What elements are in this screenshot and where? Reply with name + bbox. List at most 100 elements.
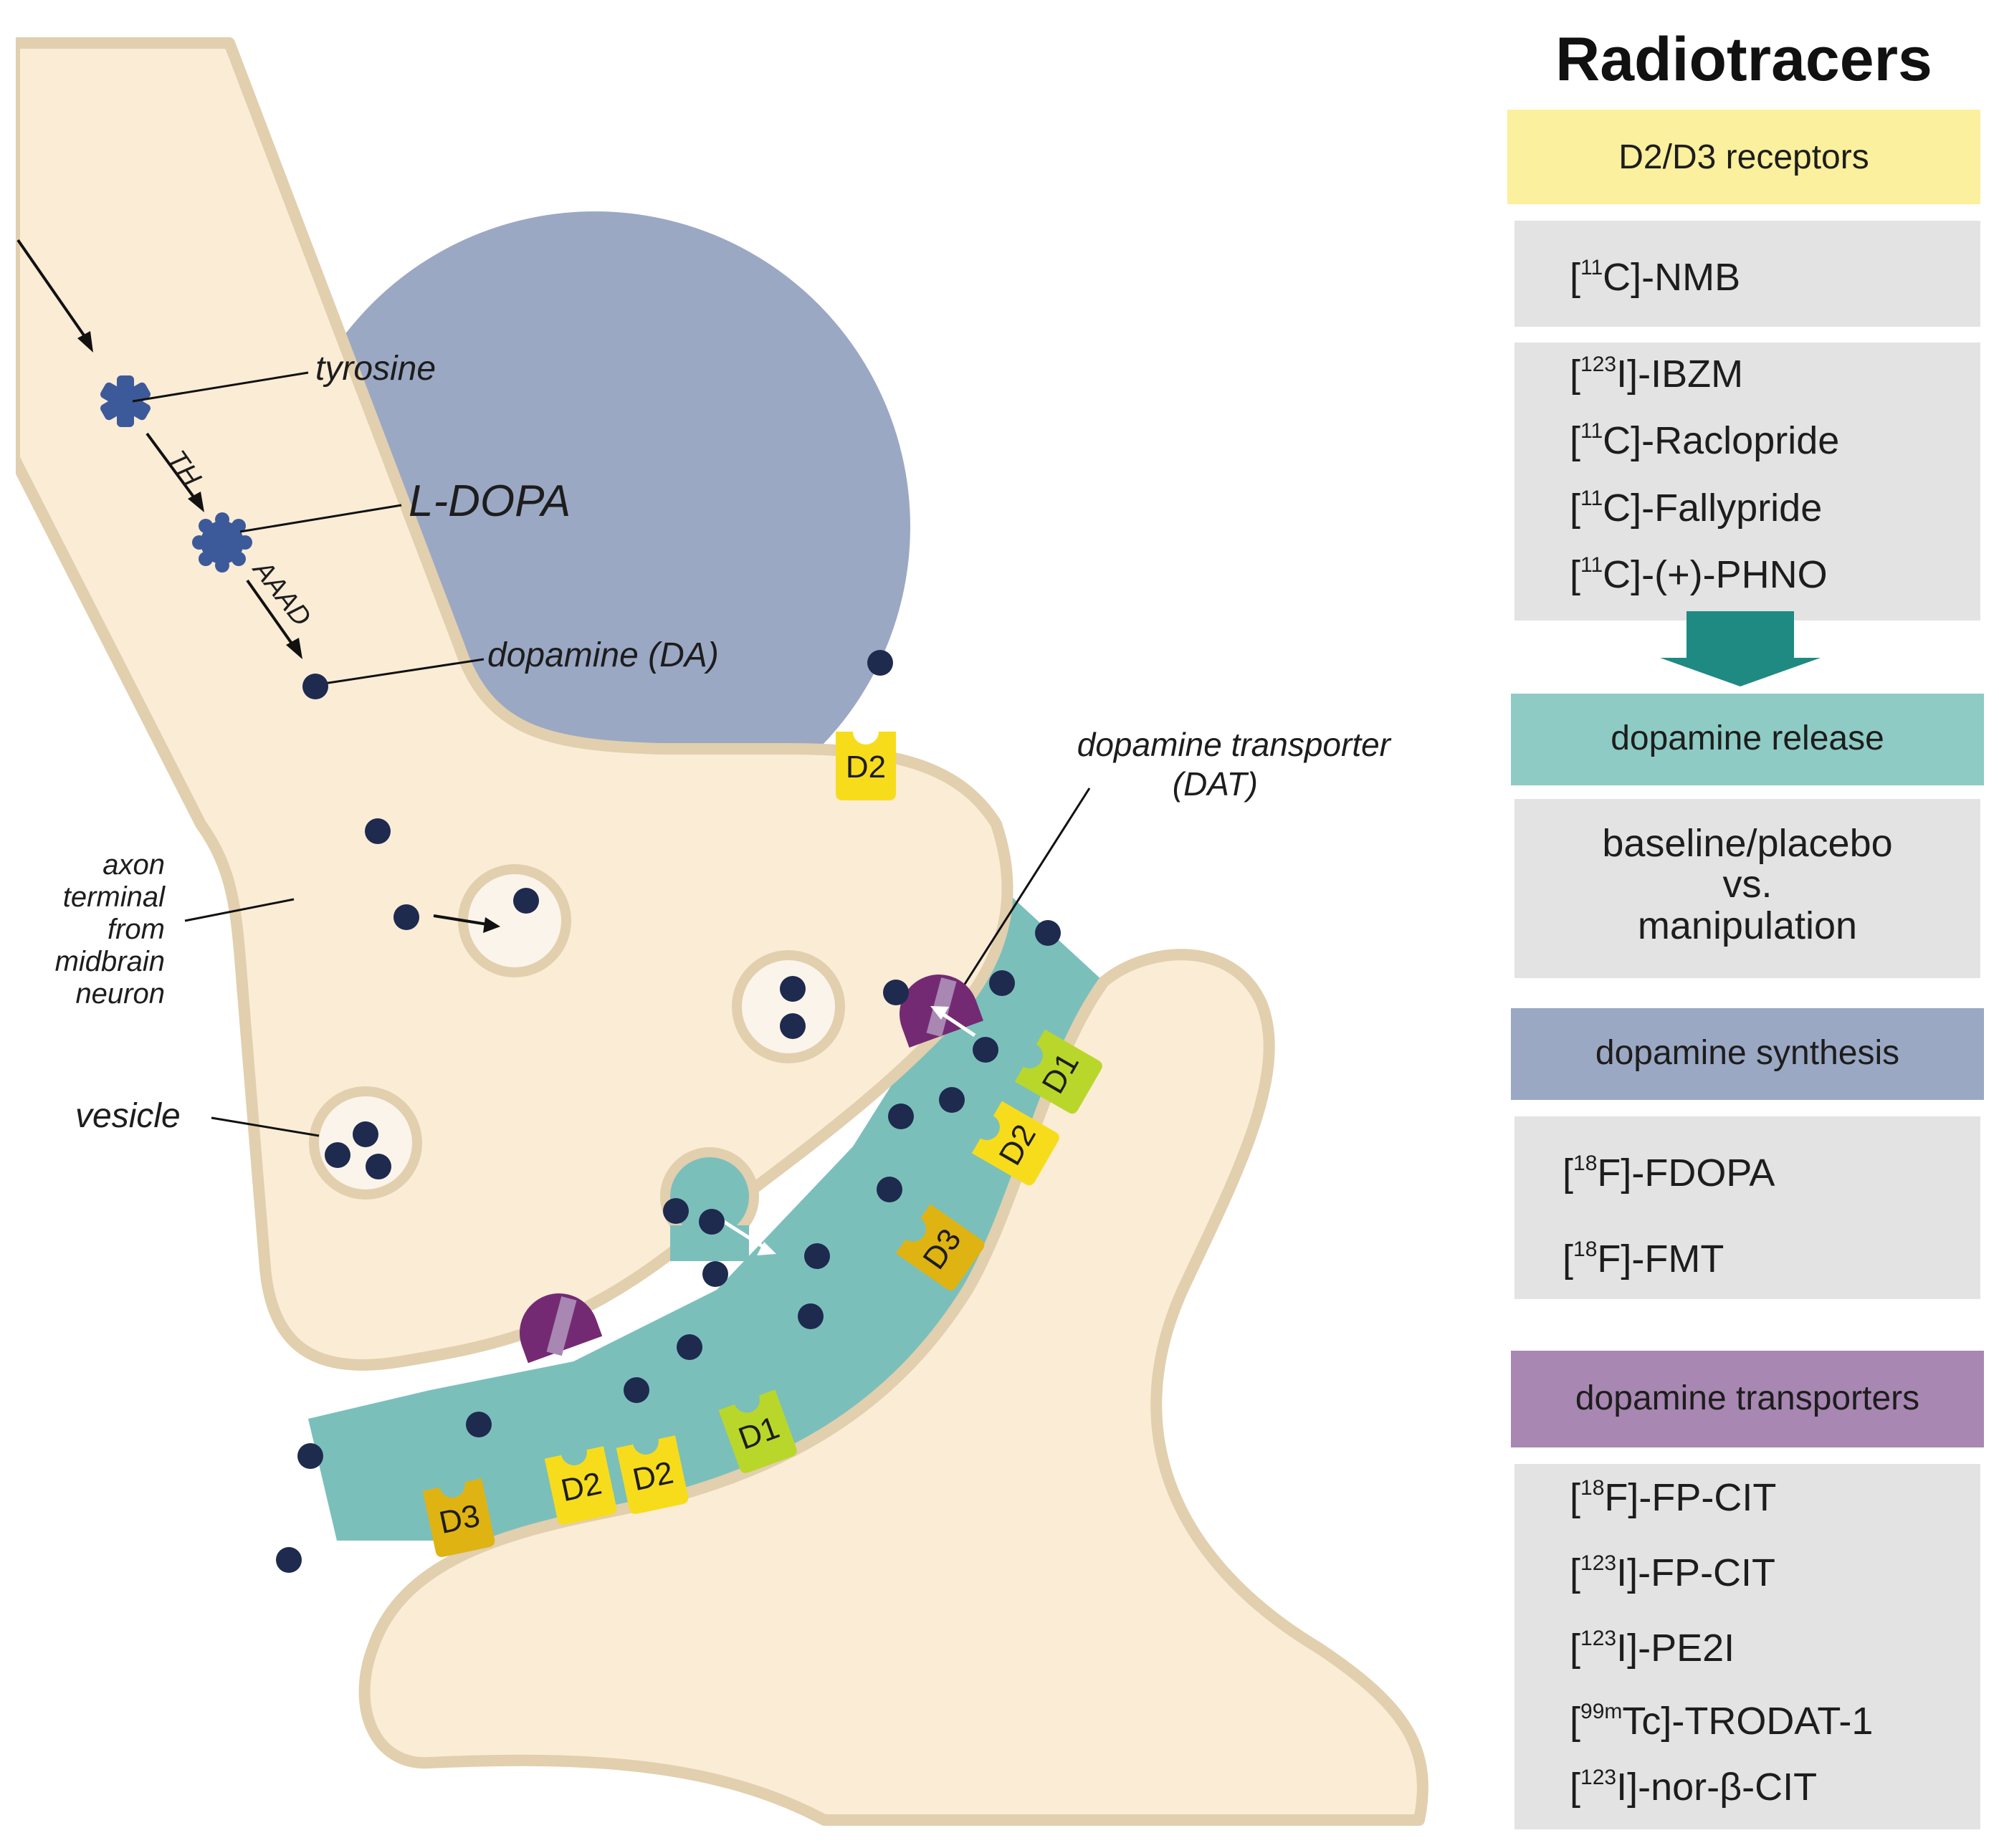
release-arrow: [722, 1220, 765, 1249]
header-synthesis: [1511, 1008, 1984, 1100]
dopamine-dot: [888, 1103, 914, 1129]
receptor-d2-low-a: D2: [544, 1446, 617, 1525]
dopamine-dot: [1035, 920, 1061, 946]
aaad-arrowhead: [286, 638, 302, 659]
reuptake-arrow: [941, 1012, 976, 1038]
vesicle-uptake-arrow: [433, 914, 488, 926]
dopamine-dot: [973, 1037, 998, 1063]
release-line2: vs.: [1722, 863, 1772, 906]
box-release: [1514, 799, 1980, 978]
dopamine-dot: [302, 674, 328, 699]
vesicle-label: vesicle: [75, 1097, 181, 1135]
header-release-text: dopamine release: [1611, 719, 1884, 757]
axon-label-line4: midbrain: [55, 946, 165, 977]
release-line3: manipulation: [1638, 904, 1857, 947]
tracer-ibzm: [123I]-IBZM: [1570, 353, 1743, 396]
dopamine-dot: [353, 1121, 378, 1147]
vesicle-1: [458, 864, 571, 977]
dopamine-dot: [365, 818, 391, 844]
axon-label-line2: terminal: [63, 881, 166, 913]
vesicle-2: [732, 950, 845, 1063]
tracer-fallypride: [11C]-Fallypride: [1570, 487, 1822, 530]
dopamine-dot: [989, 970, 1015, 996]
tracer-raclopride: [11C]-Raclopride: [1570, 419, 1839, 462]
receptor-d3-mid: D3: [895, 1204, 985, 1291]
dopamine-label: dopamine (DA): [487, 636, 719, 674]
incoming-arrow: [16, 239, 89, 342]
dopamine-dot: [677, 1334, 702, 1360]
receptor-d2-low-b: D2: [616, 1435, 689, 1514]
tracer-nmb: [11C]-NMB: [1570, 256, 1740, 299]
dopamine-dot: [393, 904, 419, 930]
header-release: [1511, 694, 1984, 785]
receptor-d3-low: D3: [422, 1478, 495, 1557]
header-transporters-text: dopamine transporters: [1575, 1379, 1919, 1417]
ldopa-label: L-DOPA: [409, 477, 571, 526]
dat-leader: [963, 787, 1091, 986]
ldopa-leader: [239, 504, 402, 533]
receptor-d1-lower: D1: [718, 1389, 797, 1473]
dat-transporter-lower: [520, 1293, 603, 1364]
receptor-label: D2: [630, 1455, 677, 1498]
reuptake-arrowhead: [930, 1006, 949, 1020]
tracer-18f-fpcit: [18F]-FP-CIT: [1570, 1476, 1776, 1519]
axon-label-line1: axon: [102, 849, 165, 881]
dopamine-dot: [325, 1142, 350, 1168]
receptor-label: D2: [558, 1466, 605, 1509]
tracer-pe2i: [123I]-PE2I: [1570, 1627, 1735, 1670]
dopamine-dot: [663, 1198, 689, 1224]
dopamine-dot: [297, 1443, 323, 1469]
tyrosine-label: tyrosine: [315, 350, 436, 388]
header-d2d3-text: D2/D3 receptors: [1618, 138, 1869, 176]
dopamine-dot: [276, 1547, 302, 1573]
tracer-fdopa: [18F]-FDOPA: [1563, 1152, 1775, 1195]
tyrosine-leader: [132, 371, 309, 403]
dopamine-dot: [780, 1013, 806, 1039]
aaad-arrow: [246, 579, 297, 650]
dopamine-dot: [699, 1209, 725, 1235]
down-arrow-icon: [1660, 611, 1821, 686]
dopamine-dot: [867, 650, 893, 676]
box-transporters: [1514, 1464, 1980, 1829]
dopamine-dot: [798, 1303, 824, 1329]
dopamine-dot: [939, 1087, 965, 1113]
dopamine-leader: [318, 658, 485, 686]
vesicle-leader: [211, 1116, 320, 1137]
dopamine-dot: [466, 1412, 492, 1437]
tracer-123i-fpcit: [123I]-FP-CIT: [1570, 1551, 1775, 1594]
tracer-trodat: [99mTc]-TRODAT-1: [1570, 1700, 1873, 1743]
box-nmb: [1514, 221, 1980, 327]
postsynaptic-neuron: [358, 949, 1428, 1826]
dopamine-dot: [624, 1377, 649, 1403]
axon-label-line3: from: [108, 914, 165, 945]
header-transporters: [1511, 1351, 1984, 1447]
tracer-norbetacit: [123I]-nor-β-CIT: [1570, 1766, 1817, 1809]
dopamine-dot: [883, 980, 909, 1005]
dopamine-dot: [877, 1177, 902, 1202]
left-crop: [0, 0, 16, 860]
receptor-label: D3: [436, 1498, 483, 1541]
dopamine-molecules: [276, 650, 1061, 1573]
tracer-phno: [11C]-(+)-PHNO: [1570, 553, 1828, 596]
incoming-arrowhead: [77, 331, 93, 353]
ldopa-symbol: [192, 512, 252, 573]
th-arrowhead: [188, 492, 204, 512]
dat-label-line1: dopamine transporter: [1077, 726, 1392, 763]
box-d2d3-tracers: [1514, 343, 1980, 621]
release-arrowhead: [757, 1242, 776, 1255]
receptor-d1-upper: D1: [1014, 1029, 1102, 1114]
synaptic-cleft: [308, 896, 1104, 1541]
dat-label-line2: (DAT): [1173, 765, 1258, 803]
receptor-d2-top: D2: [836, 732, 896, 800]
axon-leader: [184, 898, 295, 922]
th-arrow: [145, 432, 199, 503]
header-synthesis-text: dopamine synthesis: [1595, 1034, 1899, 1072]
header-d2d3: [1507, 110, 1980, 204]
box-synthesis: [1514, 1116, 1980, 1299]
vesicle-uptake-arrowhead: [483, 917, 500, 933]
receptor-d2-mid: D2: [971, 1101, 1059, 1186]
dopamine-dot: [366, 1154, 391, 1179]
dopamine-dot: [780, 976, 806, 1002]
tyrosine-symbol: [100, 375, 151, 427]
release-line1: baseline/placebo: [1602, 822, 1892, 865]
